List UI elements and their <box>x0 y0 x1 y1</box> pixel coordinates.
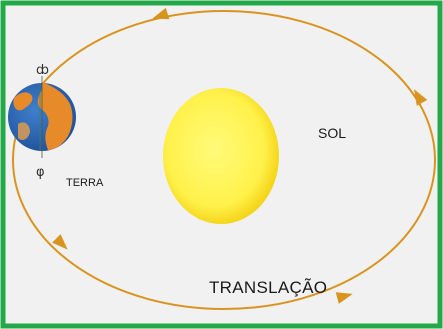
arrowhead-icon <box>414 89 428 106</box>
translation-label: TRANSLAÇÃO <box>209 278 327 297</box>
earth-globe-icon <box>8 76 76 158</box>
orbit-path <box>12 10 436 310</box>
rotation-symbol-top: ȸ <box>36 63 49 78</box>
earth-label: TERRA <box>66 177 104 189</box>
rotation-symbol-bottom: φ <box>36 165 45 180</box>
sun-label: SOL <box>318 125 346 141</box>
sun-icon <box>163 88 279 224</box>
arrowhead-icon <box>152 7 170 20</box>
arrowhead-icon <box>52 234 68 250</box>
arrowhead-icon <box>335 292 353 304</box>
